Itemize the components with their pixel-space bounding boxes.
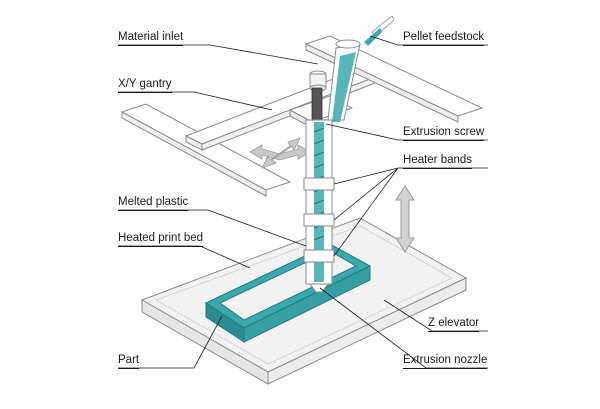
z-elevator-arrow <box>395 185 415 253</box>
extrusion-nozzle-label: Extrusion nozzle <box>403 353 488 369</box>
xy-movement-arrows <box>249 137 311 169</box>
extruder-barrel <box>303 119 335 293</box>
material-inlet-label: Material inlet <box>118 30 184 46</box>
extrusion-screw-label: Extrusion screw <box>403 125 485 141</box>
heated-print-bed-label: Heated print bed <box>118 231 204 247</box>
melted-plastic-label: Melted plastic <box>118 195 189 211</box>
heater-bands-label: Heater bands <box>403 153 473 169</box>
xy-gantry-label: X/Y gantry <box>118 77 172 93</box>
part-label: Part <box>118 353 140 369</box>
xy-gantry <box>120 35 484 197</box>
z-elevator-label: Z elevator <box>428 316 480 332</box>
pellet-feedstock-label: Pellet feedstock <box>403 30 485 46</box>
